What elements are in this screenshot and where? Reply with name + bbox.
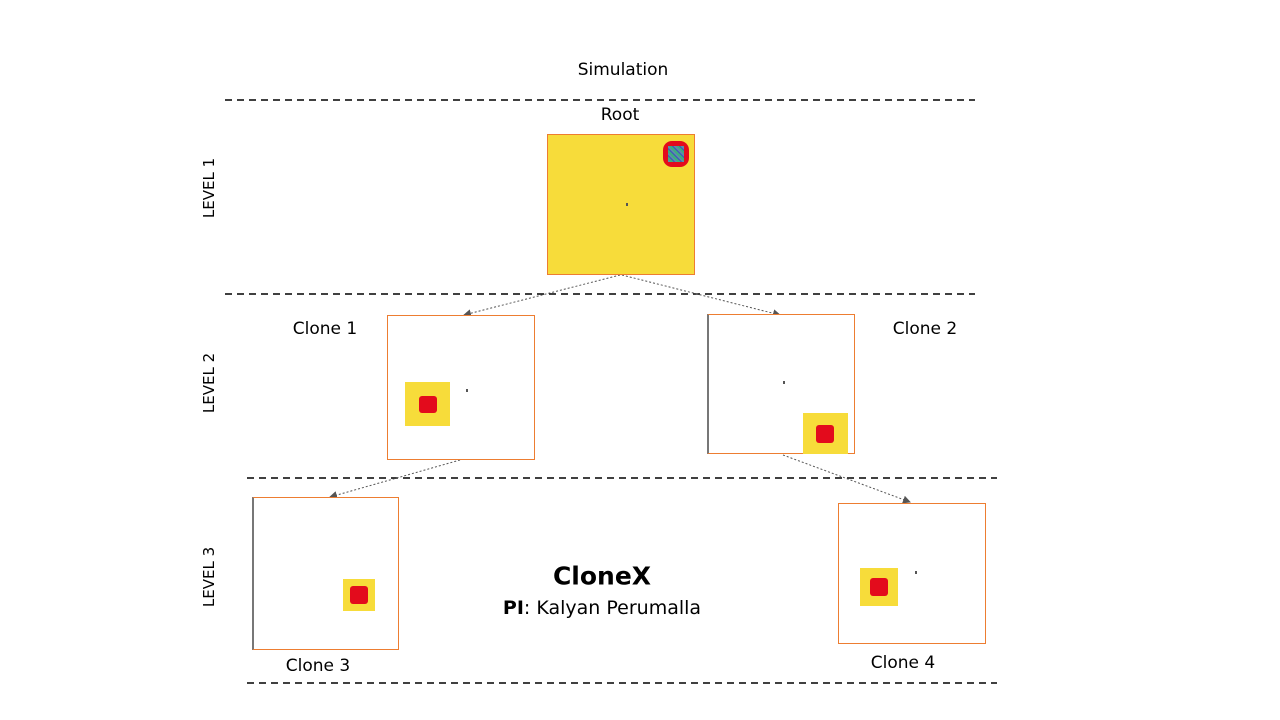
- agent-dot: [915, 571, 917, 574]
- root-label: Root: [600, 105, 640, 125]
- clone1-label: Clone 1: [292, 319, 358, 339]
- clone3-label: Clone 3: [285, 656, 351, 676]
- clone3-hotspot: [350, 586, 368, 604]
- project-title: CloneX: [552, 561, 652, 591]
- root-hotspot-core: [668, 146, 684, 162]
- arrow-root-to-clone1: [463, 274, 621, 318]
- clone1-frame: [387, 315, 535, 460]
- arrow-root-to-clone2: [621, 274, 781, 318]
- level-2-label: LEVEL 2: [200, 352, 218, 414]
- pi-name: : Kalyan Perumalla: [523, 597, 702, 619]
- clone2-label: Clone 2: [892, 319, 958, 339]
- agent-dot: [466, 389, 468, 392]
- arrow-clone2-to-clone4: [782, 454, 911, 504]
- clone1-hotspot: [419, 396, 437, 413]
- arrow-clone1-to-clone3: [329, 459, 461, 499]
- clone4-hotspot: [870, 578, 888, 596]
- simulation-title: Simulation: [577, 60, 669, 80]
- level-1-label: LEVEL 1: [200, 157, 218, 219]
- root-hotspot: [663, 141, 689, 167]
- level-3-label: LEVEL 3: [200, 546, 218, 608]
- pi-line: PI: Kalyan Perumalla: [503, 597, 701, 619]
- clone2-hotspot: [816, 425, 834, 443]
- clone4-label: Clone 4: [870, 653, 936, 673]
- clone4-frame: [838, 503, 986, 644]
- clone2-frame: [707, 314, 855, 454]
- agent-dot: [783, 381, 785, 384]
- agent-dot: [626, 203, 628, 206]
- pi-label: PI: [502, 597, 524, 619]
- clone3-frame: [252, 497, 399, 650]
- root-frame: [547, 134, 695, 275]
